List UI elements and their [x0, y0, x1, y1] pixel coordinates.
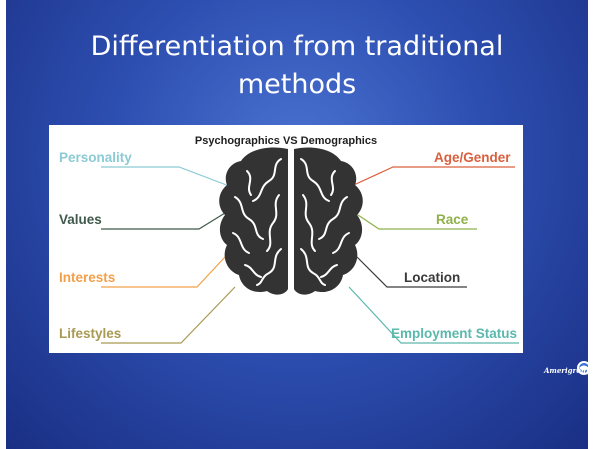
connector-employment-status [348, 286, 519, 344]
company-logo: Amerigroup [544, 358, 588, 384]
label-interests: Interests [59, 270, 116, 285]
label-values: Values [59, 212, 102, 227]
globe-logo-icon [577, 361, 588, 375]
logo-text: Amerigroup [544, 366, 588, 375]
slide-title-line-2: methods [237, 69, 357, 100]
slide-title: Differentiation from traditional methods [6, 28, 588, 104]
label-personality: Personality [59, 150, 132, 165]
connector-values [101, 212, 226, 230]
connector-interests [101, 256, 226, 288]
label-employment-status: Employment Status [391, 326, 518, 341]
label-age-gender: Age/Gender [434, 150, 511, 165]
label-race: Race [436, 212, 469, 227]
figure-connectors [101, 147, 519, 344]
connector-personality [101, 166, 238, 190]
label-location: Location [404, 270, 461, 285]
slide: Differentiation from traditional methods [6, 0, 588, 449]
brain-icon [219, 147, 363, 295]
connector-age-gender [344, 166, 515, 190]
label-lifestyles: Lifestyles [59, 326, 122, 341]
connector-location [356, 256, 467, 288]
psychographics-vs-demographics-figure: Psychographics VS Demographics Personali… [49, 125, 523, 353]
connector-lifestyles [101, 286, 236, 344]
connector-race [354, 212, 477, 230]
figure-title: Psychographics VS Demographics [194, 135, 378, 147]
slide-title-line-1: Differentiation from traditional [90, 31, 504, 62]
